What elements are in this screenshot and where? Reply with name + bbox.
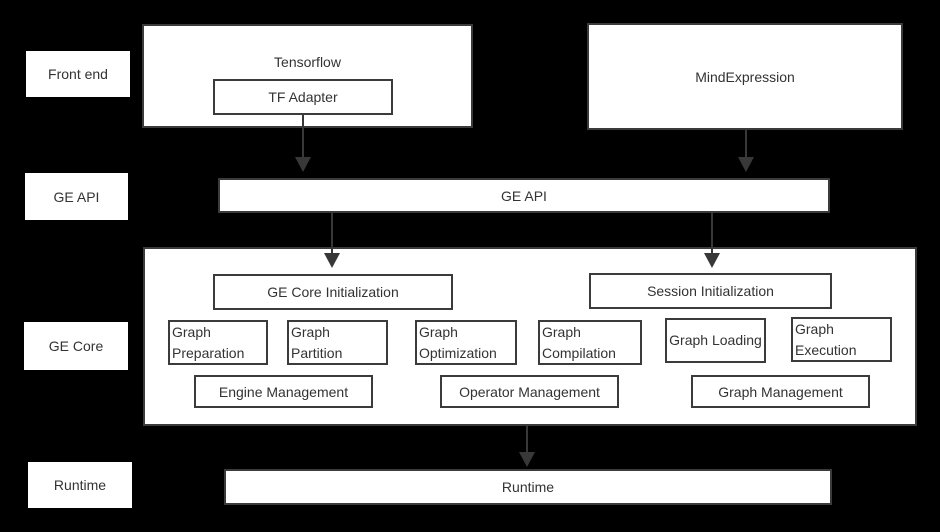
ge-core-container: GE Core Initialization Session Initializ… xyxy=(143,247,917,426)
graph-compilation-box: Graph Compilation xyxy=(538,320,642,365)
arrow-ge-api-to-ge-core-init-head xyxy=(324,253,340,268)
ge-core-initialization-box: GE Core Initialization xyxy=(213,274,453,310)
arrow-mindexpression-to-ge-api-line xyxy=(745,130,747,158)
tf-adapter-box: TF Adapter xyxy=(213,79,393,115)
mindexpression-box: MindExpression xyxy=(587,23,903,130)
side-label-ge-api: GE API xyxy=(25,173,128,220)
ge-api-box: GE API xyxy=(218,178,830,213)
engine-management-box: Engine Management xyxy=(194,375,373,408)
arrow-mindexpression-to-ge-api-head xyxy=(738,157,754,172)
operator-management-box: Operator Management xyxy=(440,375,619,408)
tensorflow-box: Tensorflow TF Adapter xyxy=(142,24,473,128)
graph-execution-box: Graph Execution xyxy=(791,317,892,362)
arrow-ge-api-to-session-init-line xyxy=(711,213,713,254)
arrow-tf-adapter-to-ge-api-line xyxy=(302,115,304,158)
arrow-tf-adapter-to-ge-api-head xyxy=(295,157,311,172)
graph-loading-box: Graph Loading xyxy=(665,318,766,363)
side-label-ge-core: GE Core xyxy=(24,322,128,370)
graph-management-box: Graph Management xyxy=(691,375,870,408)
side-label-front-end: Front end xyxy=(26,51,130,97)
graph-partition-box: Graph Partition xyxy=(287,320,388,365)
graph-optimization-box: Graph Optimization xyxy=(415,320,517,365)
side-label-runtime: Runtime xyxy=(28,462,132,508)
session-initialization-box: Session Initialization xyxy=(589,273,832,309)
arrow-ge-api-to-session-init-head xyxy=(704,253,720,268)
arrow-ge-core-to-runtime-head xyxy=(519,452,535,467)
tensorflow-label: Tensorflow xyxy=(274,54,341,70)
arrow-ge-api-to-ge-core-init-line xyxy=(331,213,333,254)
arrow-ge-core-to-runtime-line xyxy=(526,426,528,453)
runtime-box: Runtime xyxy=(224,469,832,505)
graph-preparation-box: Graph Preparation xyxy=(168,320,268,365)
